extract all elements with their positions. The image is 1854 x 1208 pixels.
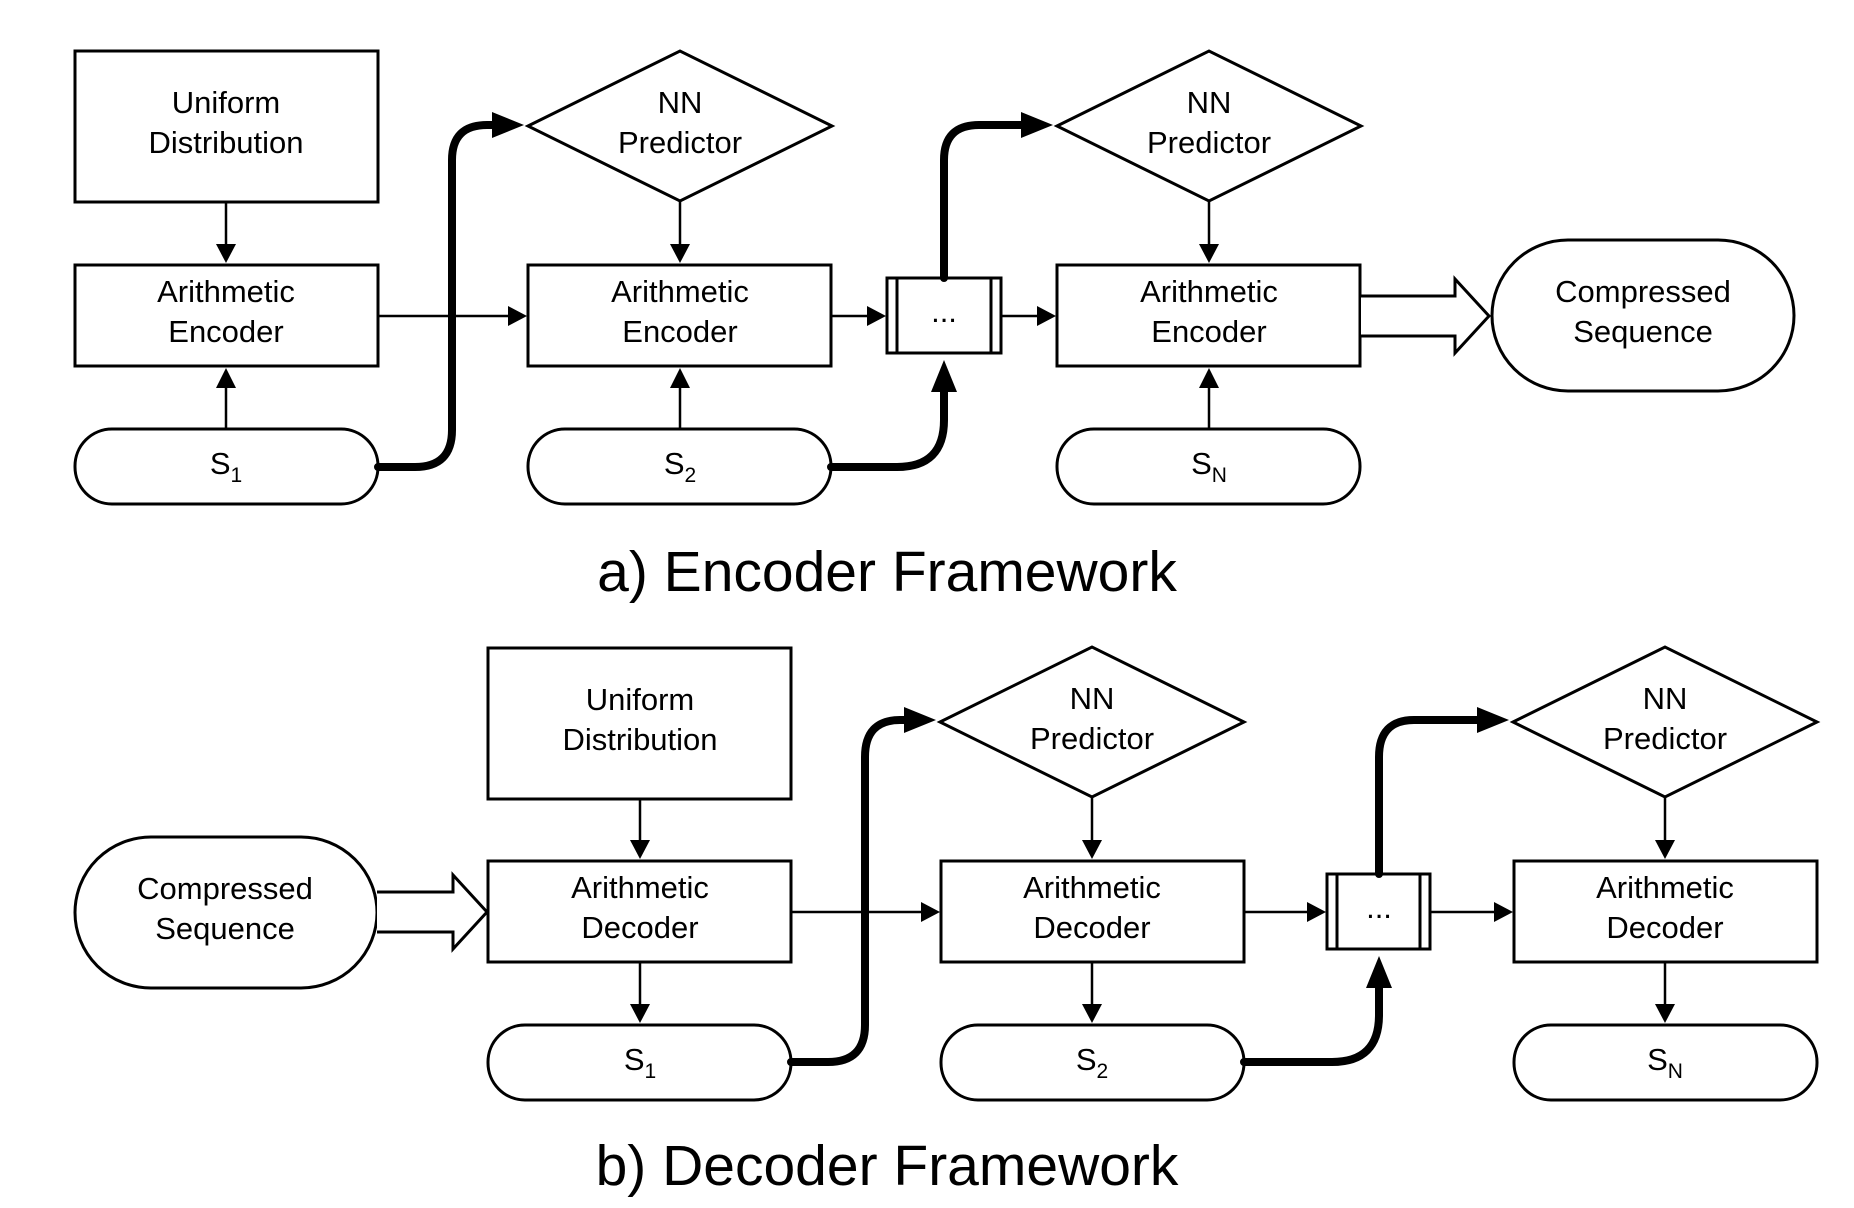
decoder-uniform-label-2: Distribution	[562, 722, 717, 757]
encoder-symbol-s2-sub: 2	[685, 464, 697, 487]
decoder-uniform-label-1: Uniform	[586, 682, 695, 717]
decoder-symbol-sn-sub: N	[1668, 1060, 1683, 1083]
decoder-uniform-distribution-box: Uniform Distribution	[486, 646, 793, 801]
decoder-predictor1-label-2: Predictor	[1030, 721, 1154, 756]
decoder-arithmetic-decoder-3: Arithmetic Decoder	[1512, 859, 1819, 964]
decoder-arithmetic-decoder-2: Arithmetic Decoder	[939, 859, 1246, 964]
encoder-predictor1-label-1: NN	[658, 85, 703, 120]
encoder-nn-predictor-2: NN Predictor	[1053, 49, 1365, 203]
encoder-coder1-label-1: Arithmetic	[157, 274, 295, 309]
decoder-arithmetic-decoder-1: Arithmetic Decoder	[486, 859, 793, 964]
decoder-framework: Compressed Sequence Uniform Distribution…	[73, 645, 1821, 1198]
decoder-symbol-s2-base: S	[1076, 1042, 1097, 1077]
encoder-compressed-sequence: Compressed Sequence	[1490, 238, 1796, 393]
encoder-predictor2-label-1: NN	[1187, 85, 1232, 120]
decoder-predictor2-label-1: NN	[1643, 681, 1688, 716]
decoder-coder2-label-2: Decoder	[1033, 910, 1150, 945]
decoder-symbol-s1: S1	[486, 1023, 793, 1102]
decoder-ellipsis-box: ...	[1325, 872, 1432, 951]
encoder-ellipsis-box: ...	[885, 276, 1003, 355]
encoder-uniform-distribution-box: Uniform Distribution	[73, 49, 380, 204]
encoder-nn-predictor-1: NN Predictor	[524, 49, 836, 203]
decoder-input-hollow-arrow	[377, 871, 490, 953]
svg-text:S1: S1	[210, 446, 242, 487]
svg-text:S1: S1	[624, 1042, 656, 1083]
decoder-symbol-s1-base: S	[624, 1042, 645, 1077]
encoder-symbol-s2-base: S	[664, 446, 685, 481]
encoder-caption: a) Encoder Framework	[597, 540, 1177, 604]
decoder-nn-predictor-2: NN Predictor	[1509, 645, 1821, 799]
decoder-compressed-sequence: Compressed Sequence	[73, 835, 379, 990]
decoder-symbol-s1-sub: 1	[645, 1060, 657, 1083]
encoder-output-hollow-arrow	[1361, 275, 1492, 357]
decoder-nn-predictor-1: NN Predictor	[936, 645, 1248, 799]
decoder-thin-arrows	[630, 797, 1675, 1023]
encoder-uniform-label-2: Distribution	[148, 125, 303, 160]
encoder-arithmetic-encoder-1: Arithmetic Encoder	[73, 263, 380, 368]
decoder-input-label-2: Sequence	[155, 911, 295, 946]
svg-text:SN: SN	[1191, 446, 1227, 487]
svg-text:SN: SN	[1647, 1042, 1683, 1083]
svg-text:S2: S2	[1076, 1042, 1108, 1083]
encoder-output-label-2: Sequence	[1573, 314, 1713, 349]
decoder-symbol-s2: S2	[939, 1023, 1246, 1102]
encoder-coder2-label-2: Encoder	[622, 314, 737, 349]
encoder-uniform-label-1: Uniform	[172, 85, 281, 120]
decoder-caption: b) Decoder Framework	[596, 1134, 1179, 1198]
decoder-coder3-label-1: Arithmetic	[1596, 870, 1734, 905]
svg-text:S2: S2	[664, 446, 696, 487]
encoder-coder3-label-1: Arithmetic	[1140, 274, 1278, 309]
encoder-framework: Uniform Distribution NN Predictor NN Pre…	[73, 49, 1796, 604]
decoder-ellipsis-label: ...	[1366, 890, 1392, 925]
decoder-thick-arrows	[787, 707, 1509, 1066]
encoder-thick-arrows	[374, 112, 1053, 471]
decoder-coder3-label-2: Decoder	[1606, 910, 1723, 945]
encoder-predictor2-label-2: Predictor	[1147, 125, 1271, 160]
encoder-symbol-s2: S2	[526, 427, 833, 506]
encoder-coder1-label-2: Encoder	[168, 314, 283, 349]
encoder-symbol-sn-base: S	[1191, 446, 1212, 481]
decoder-coder1-label-1: Arithmetic	[571, 870, 709, 905]
encoder-symbol-s1-sub: 1	[231, 464, 243, 487]
encoder-symbol-sn: SN	[1055, 427, 1362, 506]
decoder-predictor1-label-1: NN	[1070, 681, 1115, 716]
decoder-coder2-label-1: Arithmetic	[1023, 870, 1161, 905]
encoder-predictor1-label-2: Predictor	[618, 125, 742, 160]
encoder-symbol-s1: S1	[73, 427, 380, 506]
encoder-output-label-1: Compressed	[1555, 274, 1731, 309]
encoder-arithmetic-encoder-2: Arithmetic Encoder	[526, 263, 833, 368]
encoder-coder2-label-1: Arithmetic	[611, 274, 749, 309]
decoder-input-label-1: Compressed	[137, 871, 313, 906]
decoder-predictor2-label-2: Predictor	[1603, 721, 1727, 756]
decoder-symbol-sn: SN	[1512, 1023, 1819, 1102]
encoder-symbol-s1-base: S	[210, 446, 231, 481]
encoder-ellipsis-label: ...	[931, 294, 957, 329]
encoder-coder3-label-2: Encoder	[1151, 314, 1266, 349]
decoder-symbol-s2-sub: 2	[1097, 1060, 1109, 1083]
encoder-thin-arrows	[216, 201, 1219, 429]
decoder-coder1-label-2: Decoder	[581, 910, 698, 945]
decoder-symbol-sn-base: S	[1647, 1042, 1668, 1077]
encoder-symbol-sn-sub: N	[1212, 464, 1227, 487]
encoder-arithmetic-encoder-3: Arithmetic Encoder	[1055, 263, 1362, 368]
